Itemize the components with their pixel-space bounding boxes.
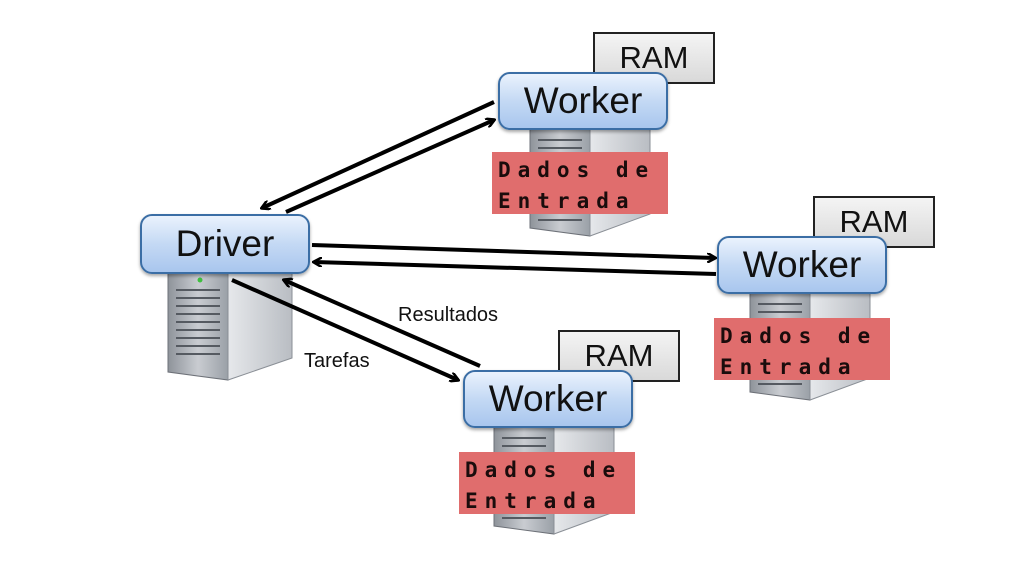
worker-2-ram-label: RAM xyxy=(839,204,909,239)
worker-1-input-line2: Entrada xyxy=(498,189,636,213)
worker-3-input-line2: Entrada xyxy=(465,489,603,513)
worker-2-input-line2: Entrada xyxy=(720,355,858,379)
driver-server-icon xyxy=(167,261,293,381)
worker-2-node: Worker xyxy=(717,236,887,294)
arrow-worker-3-to-driver xyxy=(284,280,481,368)
worker-1-node: Worker xyxy=(498,72,668,130)
tasks-edge-label: Tarefas xyxy=(304,350,370,372)
arrow-driver-to-worker-3 xyxy=(231,278,458,380)
worker-1-ram-label: RAM xyxy=(619,40,689,75)
arrow-driver-to-worker-2 xyxy=(311,243,715,258)
worker-3-input-data: Dados de Entrada xyxy=(459,452,635,514)
worker-3-label: Worker xyxy=(488,378,608,419)
worker-3-ram-label: RAM xyxy=(584,338,654,373)
arrow-worker-2-to-driver xyxy=(314,262,717,276)
worker-1-input-data: Dados de Entrada xyxy=(492,152,668,214)
worker-2-label: Worker xyxy=(742,244,862,285)
worker-1-input-line1: Dados de xyxy=(498,158,656,182)
results-edge-label: Resultados xyxy=(398,304,499,326)
worker-3-node: Worker xyxy=(463,370,633,428)
worker-1-label: Worker xyxy=(523,80,643,121)
worker-2-input-line1: Dados de xyxy=(720,324,878,348)
arrow-worker-1-to-driver xyxy=(262,100,495,208)
driver-label: Driver xyxy=(175,223,275,264)
worker-3-input-line1: Dados de xyxy=(465,458,623,482)
worker-2-input-data: Dados de Entrada xyxy=(714,318,890,380)
arrow-driver-to-worker-1 xyxy=(285,120,494,214)
driver-node: Driver xyxy=(140,214,310,274)
